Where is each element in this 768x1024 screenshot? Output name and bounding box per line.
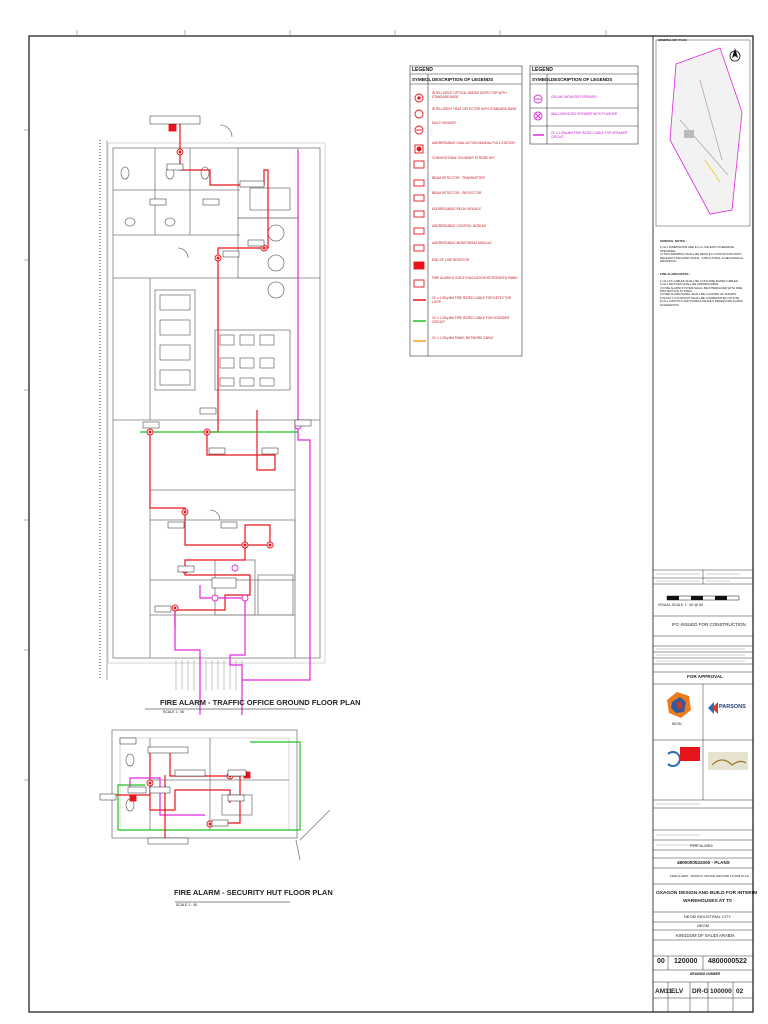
notes-panel: GENERAL NOTES : 1) ALL DIMENSIONS ARE IN…	[660, 239, 748, 307]
drawing-set: 4800000522000 - PLANS	[677, 860, 730, 865]
client-logo	[667, 692, 691, 718]
fire-note: 4) FIRE ALARM PANEL SHALL BE LOCATED AS …	[660, 292, 737, 297]
sheet-description: FIRE ALARM - TRAFFIC OFFICE GROUND FLOOR…	[670, 874, 749, 878]
legend-item: ADDRESSABLE DUAL ACTION MANUAL PULL STAT…	[432, 141, 515, 145]
north-arrow-icon	[732, 48, 738, 58]
legend-left-table	[409, 65, 523, 357]
purpose-of-issue: FOR APPROVAL	[687, 674, 723, 679]
drawing-code-3: DR-G	[692, 988, 709, 995]
traffic-plan-scale: SCALE 1 : 50	[163, 710, 185, 714]
legend-left-header: LEGEND	[412, 67, 433, 73]
device-tags-traffic	[142, 115, 312, 613]
general-notes-title: GENERAL NOTES :	[660, 239, 687, 243]
legend-symbols-left	[413, 93, 425, 288]
drawing-code-4: 100000	[710, 988, 732, 995]
security-plan-scale: SCALE 1 : 50	[176, 903, 198, 907]
legend-item: END OF LINE RESISTOR	[432, 258, 470, 262]
visual-scale-label: VISUAL SCALE 1 : 50 @ A0	[658, 603, 704, 607]
general-note: 1) ALL DIMENSIONS ARE IN mm UNLESS OTHER…	[660, 245, 734, 253]
fire-note: 3) FIRE ALARM SYSTEM SHALL BE INTERFACED…	[660, 285, 743, 294]
legend-item: 2C x 1.5Sq.MM FIRE RATED CABLE FOR SOUND…	[432, 316, 510, 324]
revision-number: 02	[736, 988, 744, 995]
project-region: NEOM	[697, 923, 709, 928]
issue-status: IFC-ISSUED FOR CONSTRUCTION	[672, 622, 746, 627]
project-country: KINGDOM OF SAUDI ARABIA	[676, 933, 735, 938]
project-line-2: WAREHOUSES AT T0	[683, 899, 732, 904]
legend-item: ADDRESSABLE RELAY MODULE	[432, 207, 482, 211]
number-c: 4800000522	[708, 958, 747, 965]
pm-logo	[708, 702, 718, 714]
drawing-code-1: AM11	[655, 988, 672, 995]
project-city: NEOM INDUSTRIAL CITY	[684, 914, 731, 919]
title-block-lines	[653, 569, 753, 1012]
legend-right-col-symbol: SYMBOL	[532, 77, 552, 82]
fa-loop-wiring-traffic	[140, 120, 311, 715]
grid-ticks	[24, 30, 607, 781]
sheet-border	[28, 35, 754, 1013]
legend-item: CEILING MOUNTED SPEAKER	[551, 95, 597, 99]
legend-item: BEAM DETECTOR - REFLECTOR	[432, 191, 482, 195]
number-b: 120000	[674, 958, 698, 965]
number-a: 00	[657, 958, 665, 965]
legend-right-table	[529, 65, 639, 145]
security-plan-title: FIRE ALARM - SECURITY HUT FLOOR PLAN	[174, 888, 333, 897]
fire-note: 1) ALL FA CABLES SHALL BE LOSH FIRE RATE…	[660, 278, 739, 283]
general-note: 2) THIS DRAWING SHALL BE READ IN CONJUNC…	[660, 252, 744, 264]
legend-item: INTELLIGENT HEAT DETECTOR WITH STANDARD …	[432, 107, 517, 111]
legend-item: ADDRESSABLE CONTROL MODULE	[432, 224, 487, 228]
client-name: NEOM	[672, 722, 682, 726]
fire-note: 5) EXACT LOCATIONS SHALL BE COORDINATED …	[660, 295, 740, 300]
traffic-plan-title: FIRE ALARM - TRAFFIC OFFICE GROUND FLOOR…	[160, 698, 361, 707]
project-line-1: OXAGON DESIGN AND BUILD FOR INTERIM	[656, 891, 758, 896]
legend-item: 2C x 1.5Sq.MM FIRE RATED CABLE FOR DETEC…	[432, 296, 511, 304]
fire-note: 6) ALL CIRCUITS AND PANELS DETAILS REFER…	[660, 299, 743, 307]
legend-item: 2C x 1.5Sq.MM FIRE RATED CABLE FOR SPEAK…	[551, 131, 628, 139]
legend-symbols-right	[533, 94, 544, 136]
legend-right-header: LEGEND	[532, 67, 553, 73]
legend-left-items: INTELLIGENT OPTICAL SMOKE DETECTOR WITH …	[432, 91, 520, 347]
key-plan	[655, 39, 751, 227]
device-tags-security	[99, 737, 247, 845]
legend-item: BEAM DETECTOR - TRANSMITTER	[432, 176, 485, 180]
drawing-code-2: ELV	[671, 988, 684, 995]
legend-left-col-symbol: SYMBOL	[412, 77, 432, 82]
legend-item: FIRE ALARM & VOICE EVACUATION INTEGRATED…	[432, 276, 519, 280]
legend-left-col-desc: DESCRIPTION OF LEGENDS	[432, 77, 494, 82]
visual-scale-bar	[666, 595, 740, 601]
traffic-office-plan	[99, 124, 326, 690]
legend-right-col-desc: DESCRIPTION OF LEGENDS	[551, 77, 613, 82]
legend-item: MULTI SENSOR	[432, 121, 456, 125]
legend-item: ADDRESSABLE MONITORING MODULE	[432, 241, 492, 245]
fire-note: 2) ALL DEVICES SHALL BE ADDRESSABLE.	[660, 282, 720, 287]
drawing-number-label: DRAWING NUMBER	[690, 972, 721, 976]
legend-item: 2C x 1.5Sq.MM PANEL NETWORK CABLE	[432, 336, 494, 340]
legend-item: CONVENTIONAL SOUNDER STROBE W.P	[432, 156, 495, 160]
contractor-logos	[667, 747, 748, 770]
key-plan-title: GENERAL KEY PLAN	[658, 38, 687, 42]
legend-item: WALL MOUNTED SPEAKER WITH FLASHER	[551, 112, 618, 116]
discipline: FIRE ALARM	[690, 844, 713, 848]
fire-notes-title: FIRE ALARM NOTES :	[660, 272, 691, 277]
pm-name: PARSONS	[719, 704, 746, 710]
fa-devices-traffic	[146, 123, 302, 612]
legend-item: INTELLIGENT OPTICAL SMOKE DETECTOR WITH …	[432, 91, 507, 99]
legend-right-items: CEILING MOUNTED SPEAKER WALL MOUNTED SPE…	[551, 95, 636, 139]
